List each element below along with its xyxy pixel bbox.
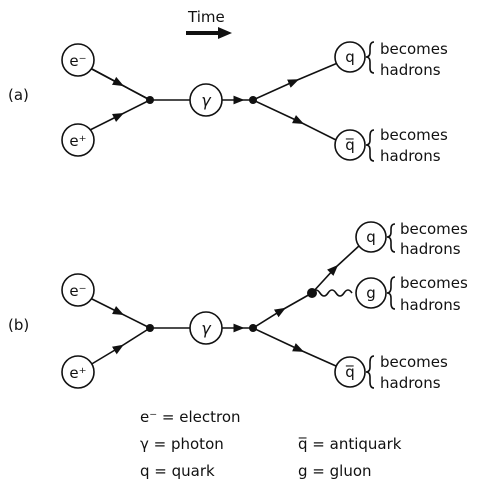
antiquark-note-line1: becomes [380, 353, 448, 371]
antiquark-note-line2: hadrons [380, 374, 441, 392]
positron-node [61, 123, 95, 157]
brace-gluon [386, 276, 396, 310]
panel-b: (b) e⁻ e⁺ γ q g q̅ becomes hadrons becom… [8, 220, 468, 392]
panel-a-label: (a) [8, 86, 29, 104]
gluon-note-line1: becomes [400, 274, 468, 292]
quark-note-line1: becomes [380, 40, 448, 58]
quark-symbol: q [345, 48, 355, 66]
legend-gluon: g = gluon [298, 462, 372, 480]
positron-propagator [89, 99, 151, 131]
quark-note-line2: hadrons [380, 61, 441, 79]
brace-quark [365, 41, 375, 74]
vertex-right [249, 324, 257, 332]
legend: e⁻ = electron γ = photon q = quark q̅ = … [140, 408, 402, 480]
antiquark-symbol: q̅ [345, 363, 355, 381]
positron-node [61, 355, 95, 389]
photon-node [189, 311, 223, 345]
quark-symbol: q [366, 228, 376, 246]
legend-quark: q = quark [140, 462, 215, 480]
quark-note-line1: becomes [400, 220, 468, 238]
positron-symbol: e⁺ [69, 132, 86, 150]
vertex-left [146, 324, 154, 332]
antiquark-symbol: q̅ [345, 136, 355, 154]
antiquark-node [334, 129, 366, 161]
electron-symbol: e⁻ [69, 52, 86, 70]
positron-propagator [89, 327, 151, 366]
gluon-symbol: g [366, 284, 376, 302]
quark-propagator [252, 61, 341, 101]
gluon-note-line2: hadrons [400, 296, 461, 314]
legend-electron: e⁻ = electron [140, 408, 241, 426]
electron-propagator [89, 297, 151, 329]
brace-antiquark [365, 355, 375, 389]
antiquark-note-line1: becomes [380, 126, 448, 144]
legend-antiquark: q̅ = antiquark [298, 435, 402, 453]
time-arrow-icon [186, 27, 232, 39]
photon-symbol: γ [201, 91, 212, 110]
electron-node [61, 273, 95, 307]
vertex-right [249, 96, 257, 104]
antiquark-node [334, 356, 366, 388]
electron-node [61, 43, 95, 77]
quark-propagator-outer [311, 244, 361, 294]
gluon-line [311, 289, 353, 297]
brace-antiquark [365, 129, 375, 162]
quark-node [355, 221, 387, 253]
electron-symbol: e⁻ [69, 282, 86, 300]
time-label: Time [187, 8, 225, 26]
time-indicator: Time [186, 8, 232, 39]
photon-node [189, 83, 223, 117]
antiquark-propagator [252, 327, 346, 371]
panel-a: (a) e⁻ e⁺ γ q q̅ becomes hadrons becomes… [8, 40, 448, 165]
quark-propagator-inner [252, 292, 313, 329]
vertex-gluon [307, 288, 317, 298]
panel-b-label: (b) [8, 316, 29, 334]
vertex-left [146, 96, 154, 104]
gluon-node [355, 277, 387, 309]
legend-photon: γ = photon [140, 435, 224, 453]
positron-symbol: e⁺ [69, 364, 86, 382]
antiquark-propagator [252, 99, 341, 143]
quark-node [334, 41, 366, 73]
antiquark-note-line2: hadrons [380, 147, 441, 165]
photon-symbol: γ [201, 319, 212, 338]
brace-quark [386, 223, 396, 253]
electron-propagator [89, 67, 151, 101]
quark-note-line2: hadrons [400, 240, 461, 258]
